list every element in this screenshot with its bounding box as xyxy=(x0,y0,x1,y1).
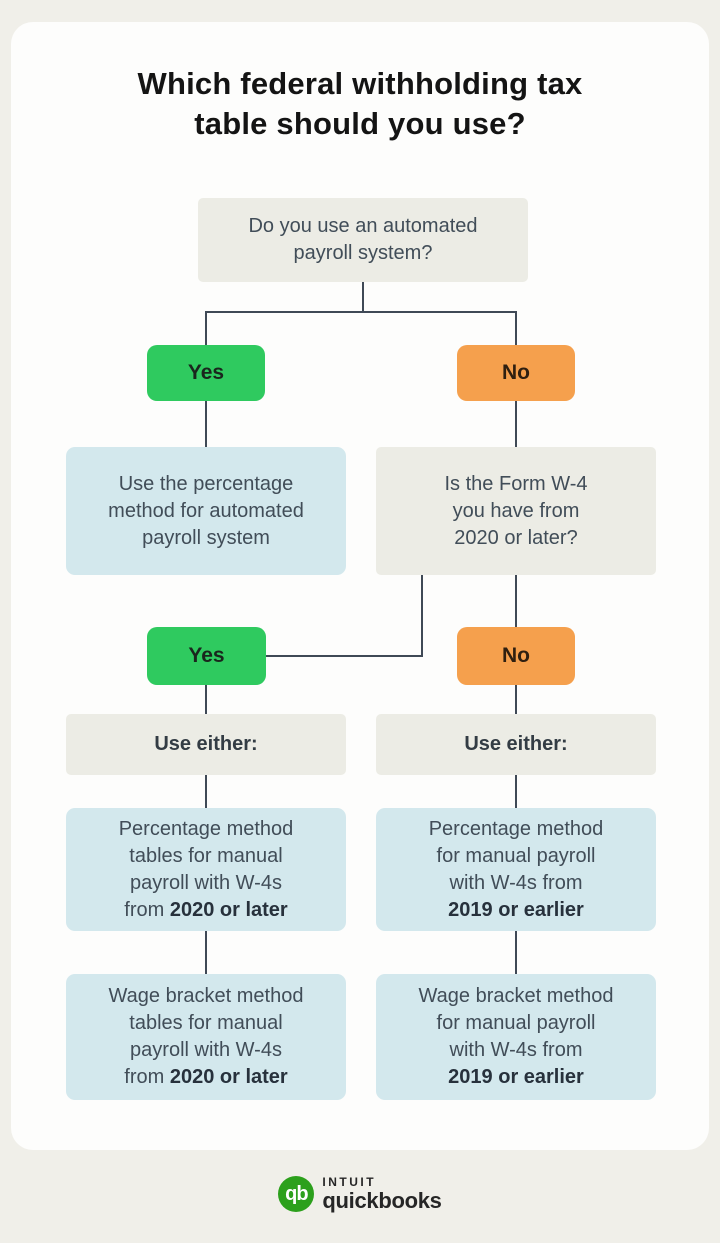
quickbooks-qb-icon: qb xyxy=(278,1176,315,1212)
intuit-wordmark: INTUIT xyxy=(322,1175,377,1189)
branch1-yes-button: Yes xyxy=(147,345,265,401)
use-either-left-box: Use either: xyxy=(66,714,346,775)
quickbooks-wordmark: quickbooks xyxy=(322,1188,442,1213)
branch2-yes-button: Yes xyxy=(147,627,266,685)
use-either-right-box: Use either: xyxy=(376,714,656,775)
brand-wordmark: INTUIT quickbooks xyxy=(322,1175,442,1213)
branch2-no-button: No xyxy=(457,627,575,685)
branch1-no-button: No xyxy=(457,345,575,401)
quickbooks-logo: qb INTUIT quickbooks xyxy=(0,1176,720,1212)
